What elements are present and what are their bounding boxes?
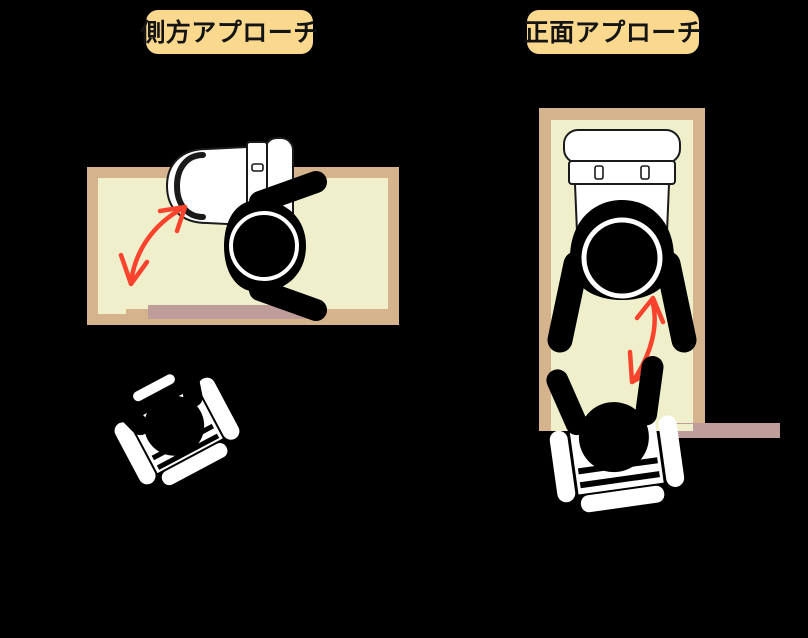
- label-front-approach: 正面アプローチ: [524, 10, 702, 54]
- label-side-approach: 側方アプローチ: [140, 10, 318, 54]
- wheelchair-figure: [546, 356, 685, 513]
- grab-bar: [666, 423, 780, 438]
- seated-person-figure: [224, 171, 327, 321]
- scene-front-approach: [440, 60, 808, 530]
- seated-person-figure: [547, 200, 697, 353]
- scene-side-approach: [0, 60, 420, 530]
- grab-bar: [148, 305, 308, 319]
- transfer-arrow: [118, 204, 188, 287]
- wheelchair-figure: [101, 347, 240, 486]
